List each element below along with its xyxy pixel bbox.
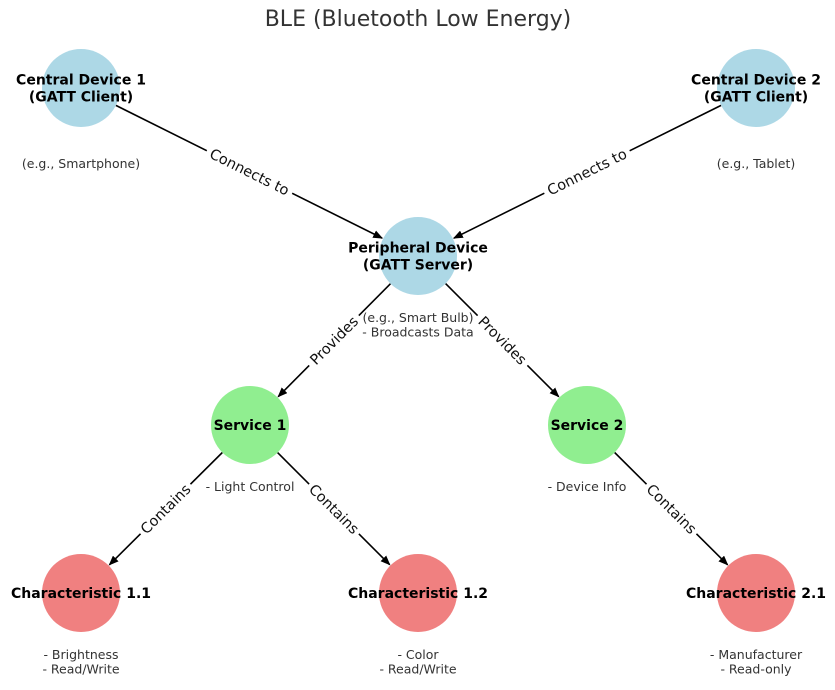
node-label: Service 2: [551, 418, 624, 434]
node-label: Characteristic 1.1: [11, 586, 151, 602]
edge-label-bg: [202, 142, 297, 202]
node-description: - Device Info: [548, 479, 627, 494]
node-central2: Central Device 2(GATT Client) (e.g., Tabl…: [691, 49, 821, 171]
edge-label-group: Contains: [640, 477, 703, 541]
device-node-circle: [42, 49, 120, 127]
node-description: - Color: [397, 647, 439, 662]
edge-peripheral-to-service2: Provides: [445, 283, 560, 398]
node-description: (e.g., Smartphone): [22, 156, 140, 171]
edge-central1-to-peripheral: Connects to: [115, 104, 384, 239]
edge-label-bg: [134, 477, 197, 541]
node-description: - Read/Write: [379, 662, 456, 677]
edge-label-group: Provides: [302, 309, 366, 372]
node-label: Central Device 1: [16, 73, 146, 89]
node-description: - Manufacturer: [710, 647, 803, 662]
edge-label-group: Contains: [134, 477, 197, 541]
node-description: - Brightness: [43, 647, 118, 662]
node-label: Characteristic 1.2: [348, 586, 488, 602]
node-label: (GATT Client): [704, 90, 808, 106]
edge-peripheral-to-service1: Provides: [277, 283, 392, 398]
node-central1: Central Device 1(GATT Client) (e.g., Smar…: [16, 49, 146, 171]
node-service1: Service 1 - Light Control: [206, 386, 295, 494]
node-char12: Characteristic 1.2 - Color- Read/Write: [348, 554, 488, 677]
edge-label-bg: [471, 309, 534, 372]
edge-label-bg: [302, 309, 366, 372]
node-label: Service 1: [214, 418, 287, 434]
node-description: (e.g., Tablet): [717, 156, 796, 171]
edge-label: Connects to: [545, 146, 630, 199]
edge-label: Connects to: [207, 146, 292, 199]
edge-label-group: Connects to: [540, 142, 634, 202]
characteristic-node-circle: [379, 554, 457, 632]
edge-label: Contains: [305, 482, 361, 538]
edge-label-group: Contains: [302, 477, 366, 541]
edge-label-bg: [640, 477, 703, 541]
node-service2: Service 2 - Device Info: [548, 386, 627, 494]
edge-service2-to-char21: Contains: [614, 451, 729, 566]
node-label: (GATT Client): [29, 90, 133, 106]
node-label: Central Device 2: [691, 73, 821, 89]
diagram-title: BLE (Bluetooth Low Energy): [265, 7, 572, 32]
device-node-circle: [379, 217, 457, 295]
service-node-circle: [548, 386, 626, 464]
edge-label-group: Connects to: [202, 142, 297, 202]
edge-service1-to-char11: Contains: [108, 451, 223, 566]
characteristic-node-circle: [42, 554, 120, 632]
node-char11: Characteristic 1.1 - Brightness- Read/Wri…: [11, 554, 151, 677]
node-description: - Read/Write: [42, 662, 119, 677]
nodes-layer: Central Device 1(GATT Client)(e.g., Smar…: [11, 49, 826, 677]
node-description: - Broadcasts Data: [362, 325, 473, 340]
node-label: (GATT Server): [363, 258, 473, 274]
edge-label: Contains: [643, 482, 699, 538]
edge-label-group: Provides: [471, 309, 534, 372]
node-description: - Light Control: [206, 479, 295, 494]
device-node-circle: [717, 49, 795, 127]
service-node-circle: [211, 386, 289, 464]
edge-label-bg: [540, 142, 634, 202]
node-label: Characteristic 2.1: [686, 586, 826, 602]
node-label: Peripheral Device: [348, 241, 488, 257]
edge-central2-to-peripheral: Connects to: [452, 104, 722, 239]
edge-label-bg: [302, 477, 366, 541]
edge-label: Contains: [138, 482, 194, 538]
edge-label: Provides: [474, 314, 529, 369]
node-description: (e.g., Smart Bulb): [363, 310, 474, 325]
node-description: - Read-only: [720, 662, 792, 677]
characteristic-node-circle: [717, 554, 795, 632]
node-char21: Characteristic 2.1 - Manufacturer- Read-o…: [686, 554, 826, 677]
edge-label: Provides: [307, 314, 362, 369]
edge-service1-to-char12: Contains: [277, 452, 391, 566]
node-peripheral: Peripheral Device(GATT Server) (e.g., Sma…: [348, 217, 488, 340]
